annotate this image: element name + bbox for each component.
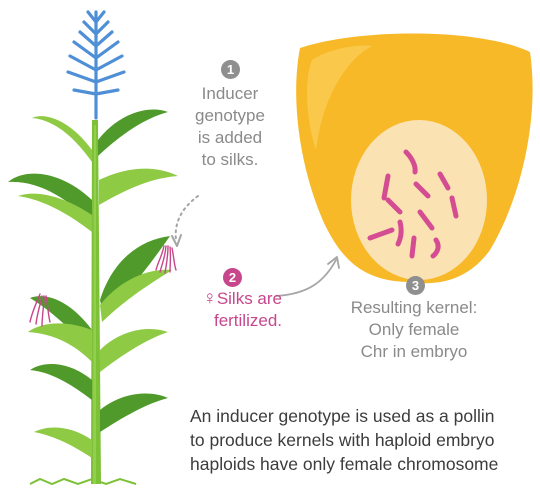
step-2-line: fertilized. [172,310,282,332]
caption: An inducer genotype is used as a pollin … [190,404,540,476]
ground-line [30,479,136,484]
step-3-badge: 3 [406,276,425,295]
arrow-step1-to-silks [172,196,198,246]
step-2-line: ♀Silks are [172,288,282,310]
corn-kernel-illustration [296,33,532,283]
step-2-line-text: Silks are [217,289,282,308]
step-1-line: to silks. [180,149,280,171]
female-symbol-icon: ♀ [203,288,217,309]
step-3-line: Chr in embryo [334,341,494,363]
step-1-badge: 1 [221,60,240,79]
step-2-label: ♀Silks are fertilized. [172,288,282,332]
step-3-line: Only female [334,319,494,341]
tassel [68,12,124,118]
caption-line: to produce kernels with haploid embryo [190,428,540,452]
step-1-label: Inducer genotype is added to silks. [180,83,280,171]
arrow-silks-to-kernel [276,257,339,296]
corn-plant-illustration [8,12,178,484]
step-3-line: Resulting kernel: [334,297,494,319]
embryo [351,120,487,280]
step-1-line: is added [180,127,280,149]
caption-line: haploids have only female chromosome [190,452,540,476]
step-1-line: Inducer [180,83,280,105]
step-2-badge: 2 [223,268,242,287]
caption-line: An inducer genotype is used as a pollin [190,404,540,428]
step-3-label: Resulting kernel: Only female Chr in emb… [334,297,494,363]
step-1-line: genotype [180,105,280,127]
